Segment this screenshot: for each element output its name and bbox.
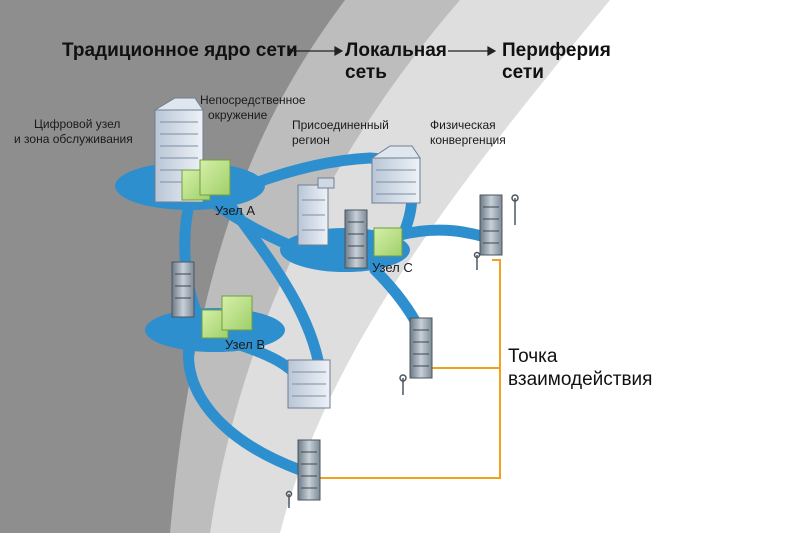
header-arrows — [287, 45, 497, 57]
antenna-icon-bottom — [285, 490, 293, 508]
interaction-links — [318, 259, 501, 479]
header-local-line1: Локальная — [345, 40, 447, 61]
tall-building-c — [297, 177, 335, 246]
header-local-line2: сеть — [345, 62, 387, 83]
header-core: Традиционное ядро сети — [62, 40, 298, 61]
server-rack-c — [344, 209, 368, 269]
label-digital-node-line2: и зона обслуживания — [14, 132, 133, 146]
glass-blocks-b — [201, 295, 253, 339]
label-immediate-env-line1: Непосредственное — [200, 93, 306, 107]
glass-block-c — [373, 227, 403, 257]
header-edge-line1: Периферия — [502, 40, 611, 61]
server-rack-mid — [409, 317, 433, 379]
label-attached-region-line2: регион — [292, 133, 330, 147]
antenna-icon-top — [473, 194, 519, 270]
label-node-a: Узел А — [215, 203, 256, 218]
label-node-c: Узел С — [372, 260, 413, 275]
label-attached-region-line1: Присоединенный — [292, 118, 389, 132]
server-rack-left — [171, 261, 195, 318]
interaction-point-line2: взаимодействия — [508, 369, 653, 390]
link-b-to-server — [183, 334, 306, 476]
server-rack-right-top — [479, 194, 503, 256]
building-attached-region — [370, 145, 421, 204]
interaction-point-line1: Точка — [508, 346, 558, 367]
label-node-b: Узел В — [225, 337, 266, 352]
glass-blocks-a — [181, 159, 231, 201]
server-rack-bottom — [297, 439, 321, 501]
header-edge-line2: сети — [502, 62, 544, 83]
label-physical-conv-line1: Физическая — [430, 118, 496, 132]
building-bottom — [287, 359, 331, 409]
label-physical-conv-line2: конвергенция — [430, 133, 506, 147]
label-immediate-env-line2: окружение — [208, 108, 268, 122]
antenna-icon-mid — [399, 374, 407, 395]
label-digital-node-line1: Цифровой узел — [34, 117, 121, 131]
